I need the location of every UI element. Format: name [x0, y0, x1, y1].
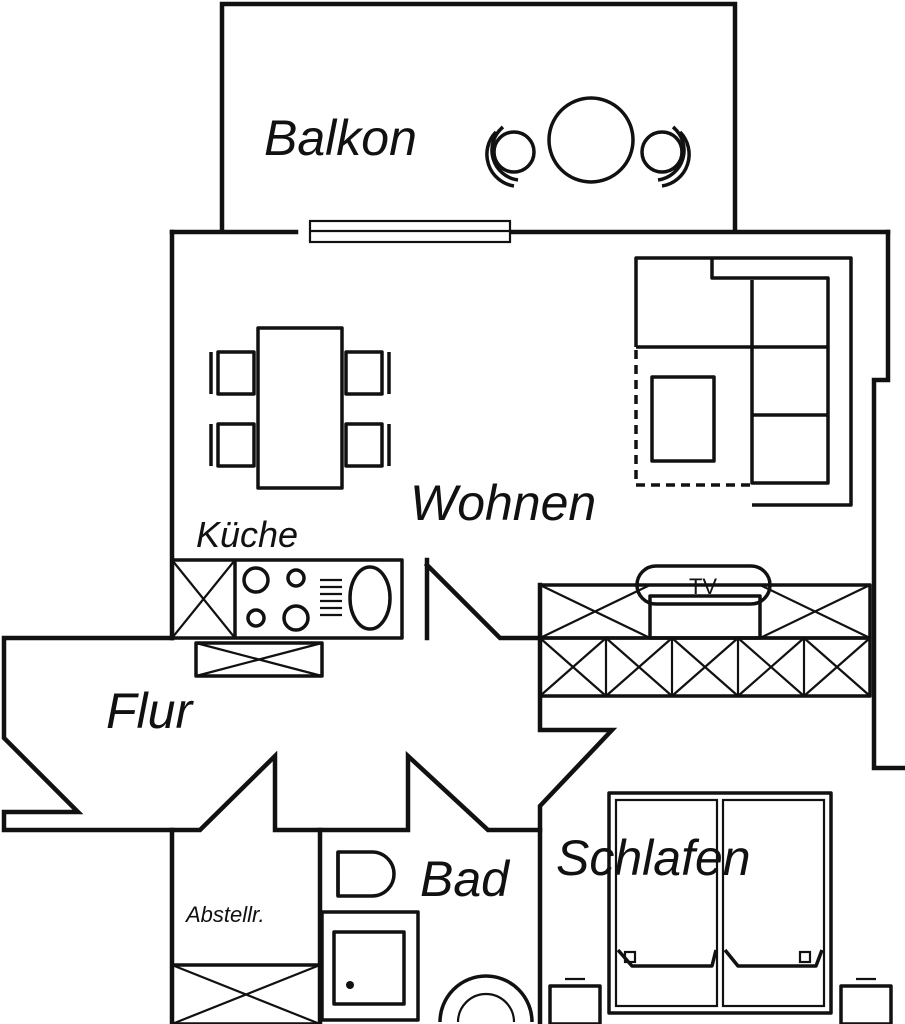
hallway-outline — [1, 635, 543, 833]
right-wall — [871, 229, 905, 771]
nightstand-left — [548, 977, 602, 1024]
label-wohnen: Wohnen — [410, 475, 596, 531]
bedroom-partition — [537, 582, 618, 1024]
storage-shelf — [170, 963, 322, 1024]
hall-shoe-cabinet — [194, 641, 324, 678]
shower-drain — [346, 981, 354, 989]
coffee-table — [650, 375, 716, 463]
balcony-table-set — [485, 96, 691, 188]
room-labels: Balkon Wohnen Küche Flur Bad Schlafen Ab… — [106, 110, 751, 927]
toilet — [336, 850, 396, 898]
tv-label: TV — [689, 574, 717, 599]
dining-chair — [209, 422, 256, 468]
fridge — [171, 559, 236, 639]
label-schlafen: Schlafen — [556, 830, 751, 886]
sofa-outline — [634, 256, 853, 507]
sofa-back — [710, 258, 830, 485]
balcony-chair-right — [640, 125, 691, 188]
double-bed — [607, 791, 833, 1015]
dining-table — [256, 326, 344, 490]
sink-drainer — [320, 578, 342, 617]
dining-chair — [209, 350, 256, 396]
dining-chair — [344, 350, 391, 396]
tv — [635, 564, 772, 606]
balcony-wall — [219, 1, 738, 231]
balcony-door-window — [308, 219, 512, 244]
tv-unit: TV — [538, 564, 872, 640]
label-flur: Flur — [106, 683, 194, 739]
kitchen-partition — [423, 557, 543, 641]
dining-chair — [344, 422, 391, 468]
balcony-chair-left — [485, 125, 536, 188]
sink — [348, 565, 392, 631]
dining-set — [209, 326, 391, 490]
round-table — [547, 96, 635, 184]
label-balkon: Balkon — [264, 110, 417, 166]
label-bad: Bad — [420, 851, 511, 907]
sofa-corner — [634, 256, 853, 507]
label-abstellraum: Abstellr. — [184, 902, 265, 927]
shower-tray — [320, 910, 420, 1022]
kitchen-counter — [170, 558, 404, 640]
stove — [242, 566, 310, 632]
wardrobe — [538, 636, 872, 698]
nightstand-right — [839, 977, 893, 1024]
rug-outline — [634, 350, 752, 487]
washbasin — [438, 974, 534, 1023]
label-kueche: Küche — [196, 514, 298, 555]
